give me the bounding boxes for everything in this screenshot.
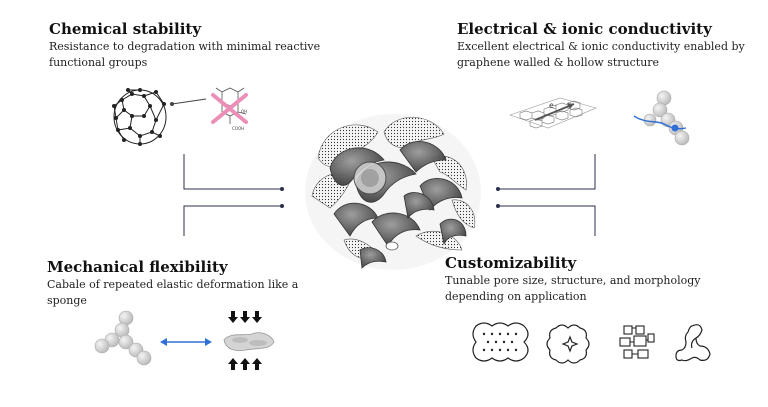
electrical-conductivity-description: Excellent electrical & ionic conductivit… bbox=[457, 40, 745, 69]
fullerene-cage-icon bbox=[112, 88, 167, 146]
connector-lines bbox=[183, 154, 596, 236]
pore-bubble-cluster-icon bbox=[546, 324, 590, 364]
oh-label: OH bbox=[241, 109, 247, 114]
section-chemical-stability: Chemical stability Resistance to degrada… bbox=[49, 20, 349, 71]
double-arrow-icon bbox=[160, 338, 212, 346]
hollow-graphene-spheres-cluster bbox=[305, 114, 481, 270]
graphene-sheet-icon bbox=[509, 97, 597, 129]
down-arrows-icon bbox=[228, 311, 262, 323]
ion-transport-chain-icon bbox=[633, 90, 690, 146]
pore-chain-icon bbox=[675, 324, 711, 362]
customizability-description: Tunable pore size, structure, and morpho… bbox=[445, 274, 701, 303]
section-customizability: Customizability Tunable pore size, struc… bbox=[445, 254, 745, 305]
cooh-label: COOH bbox=[232, 126, 244, 131]
chemical-stability-description: Resistance to degradation with minimal r… bbox=[49, 40, 321, 69]
connector-endpoints bbox=[280, 187, 500, 208]
section-mechanical-flexibility: Mechanical flexibility Cabale of repeate… bbox=[47, 258, 317, 309]
section-electrical-conductivity: Electrical & ionic conductivity Excellen… bbox=[457, 20, 757, 71]
electrical-conductivity-title: Electrical & ionic conductivity bbox=[457, 20, 712, 38]
pore-grid-rounded-icon bbox=[472, 322, 529, 362]
sphere-chain-icon bbox=[94, 310, 152, 366]
connector-line bbox=[170, 98, 207, 106]
up-arrows-icon bbox=[228, 358, 262, 370]
pore-maze-icon bbox=[619, 325, 655, 359]
cross-mark bbox=[211, 93, 248, 124]
mechanical-flexibility-description: Cabale of repeated elastic deformation l… bbox=[47, 278, 299, 307]
electron-label: e- bbox=[549, 101, 557, 110]
chemical-stability-title: Chemical stability bbox=[49, 20, 202, 38]
customizability-title: Customizability bbox=[445, 254, 577, 272]
compressed-sponge-icon bbox=[223, 332, 275, 352]
mechanical-flexibility-title: Mechanical flexibility bbox=[47, 258, 228, 276]
crossed-functional-groups-icon: OH COOH bbox=[211, 87, 248, 131]
